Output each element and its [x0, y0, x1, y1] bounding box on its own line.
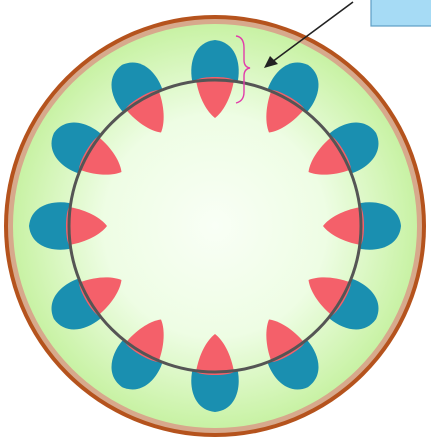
label-box	[371, 0, 431, 26]
